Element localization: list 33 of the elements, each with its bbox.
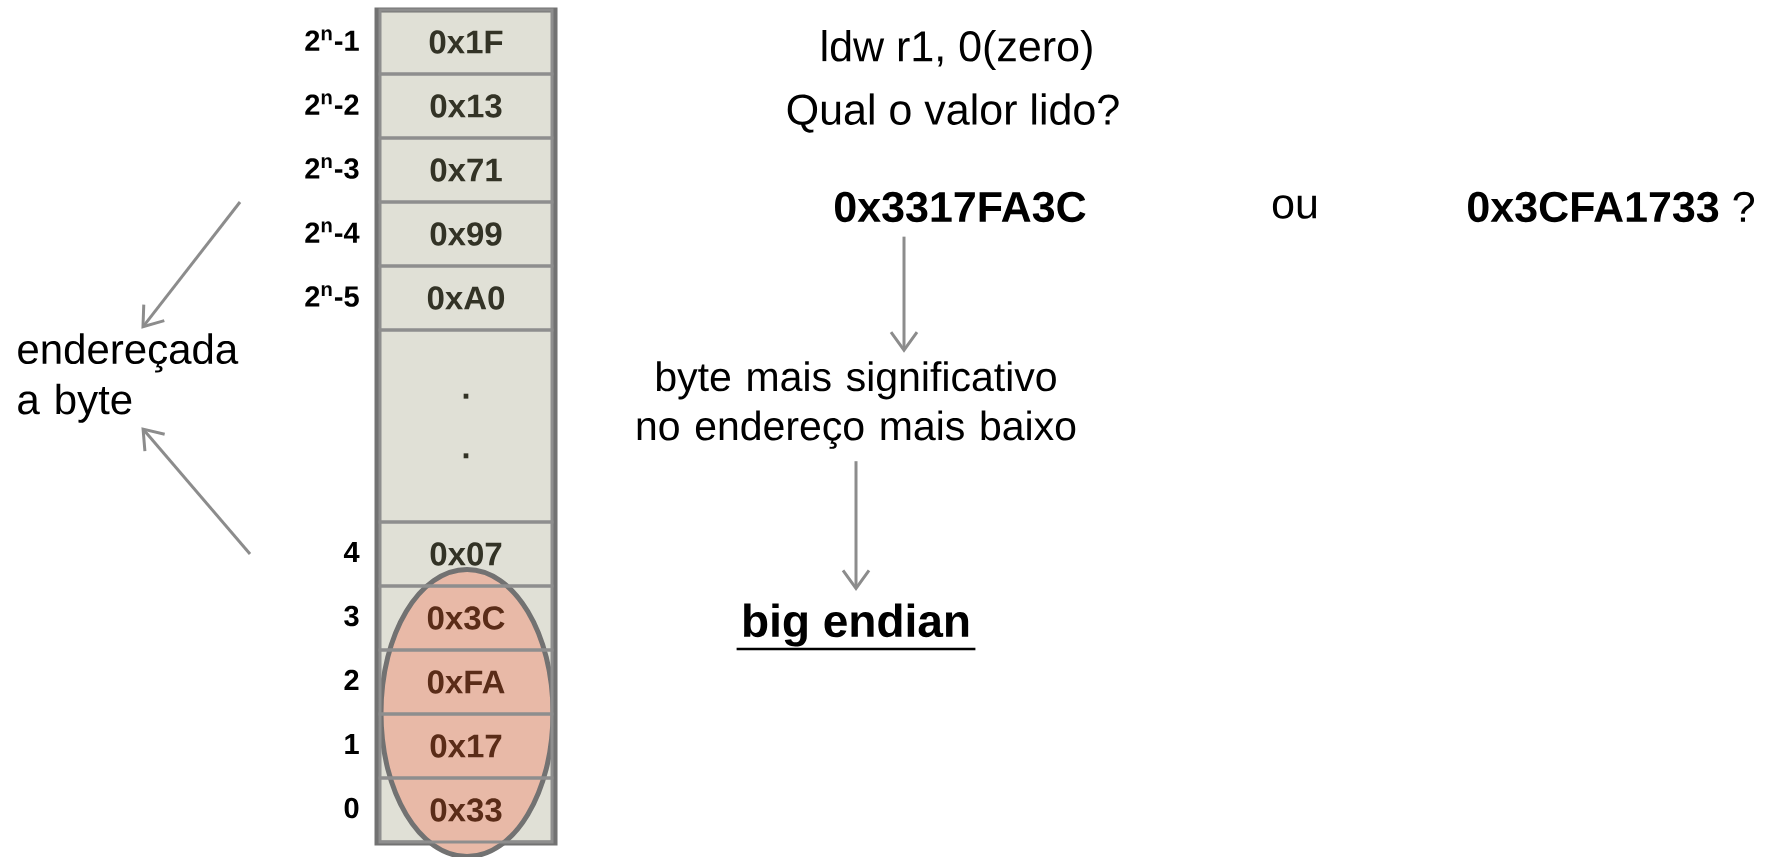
arrow — [841, 461, 871, 592]
arrow — [889, 236, 919, 353]
explanation-text: byte mais significativo no endereço mais baixo — [637, 361, 1076, 449]
address-label: 1 — [345, 734, 359, 754]
address-label: 2 — [344, 669, 359, 691]
memory-cell: 0x17 — [378, 712, 554, 780]
address-label: 2$^{n}$-4 — [305, 221, 360, 243]
memory-cell: 0x13 — [378, 72, 554, 140]
address-label: 0 — [344, 797, 359, 819]
memory-cell: 0xA0 — [378, 264, 554, 332]
arrow — [141, 427, 252, 555]
address-label: 2$^{n}$-1 — [305, 29, 359, 51]
memory-cell: 0x71 — [378, 136, 554, 204]
address-label: 4 — [343, 542, 360, 562]
memory-cell: 0x3C — [378, 584, 554, 652]
memory-cell: 0x33 — [378, 776, 554, 844]
memory-cell: 0xFA — [378, 648, 554, 716]
conclusion-text: big endian — [736, 603, 976, 651]
text-line: 0x3CFA1733 ? — [1468, 191, 1755, 223]
text-line: Qual o valor lido? — [787, 93, 1119, 133]
memory-cell: 0x07 — [378, 520, 554, 588]
address-label: 2$^{n}$-3 — [305, 157, 359, 179]
annotation-text: endereçada a byte — [18, 333, 239, 423]
text-line: ldw r1, 0(zero) — [822, 30, 1092, 71]
text-line: ou — [1272, 195, 1317, 219]
hex-value: 0x3317FA3C — [835, 191, 1086, 223]
address-label: 3 — [344, 605, 359, 627]
memory-cell: 0x1F — [378, 8, 554, 76]
memory-cell: . . — [378, 328, 554, 524]
arrow — [141, 201, 242, 329]
address-label: 2$^{n}$-5 — [305, 285, 359, 307]
memory-cell: 0x99 — [378, 200, 554, 268]
address-label: 2$^{n}$-2 — [305, 93, 359, 115]
